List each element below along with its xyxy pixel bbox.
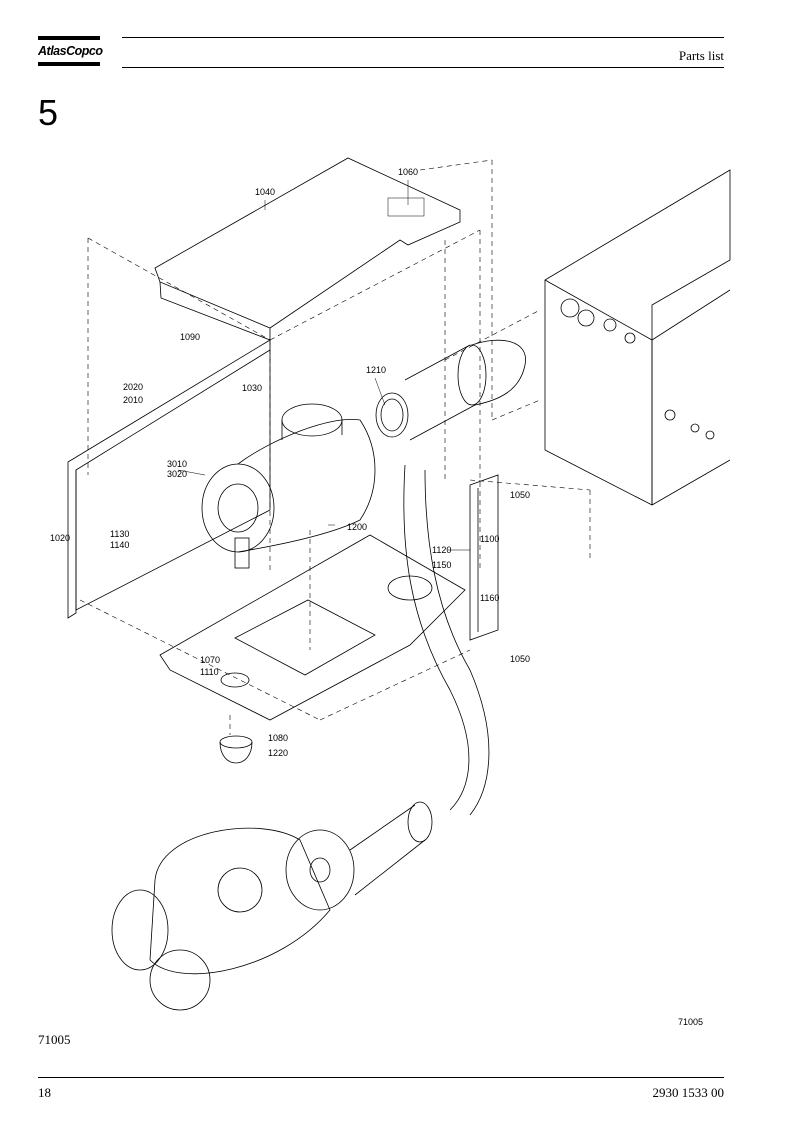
top-cover-panel — [154, 157, 461, 341]
bottom-plate — [159, 534, 466, 721]
logo-text: AtlasCopco — [38, 44, 103, 58]
footer-rule — [38, 1077, 724, 1078]
air-filter — [201, 403, 376, 569]
machine-housing — [544, 169, 731, 506]
part-label: 1050 — [510, 490, 530, 500]
part-label: 1030 — [242, 383, 262, 393]
exploded-parts-drawing: 1040 1060 1090 2020 2010 1030 1210 3010 … — [30, 150, 740, 1035]
part-label: 1120 — [432, 545, 451, 555]
part-label: 1150 — [432, 560, 451, 570]
part-label: 1100 — [480, 534, 499, 544]
dust-cup — [219, 735, 253, 764]
logo-bar-bottom — [38, 62, 100, 66]
left-side-panel — [67, 339, 271, 619]
section-number: 5 — [38, 92, 59, 133]
part-label: 1080 — [268, 733, 288, 743]
part-label: 1200 — [347, 522, 367, 532]
part-label: 1220 — [268, 748, 288, 758]
figure-code: 71005 — [678, 1017, 703, 1027]
header-rule-bottom — [122, 67, 724, 68]
compressor-element — [111, 801, 433, 1011]
assembly-guide-lines — [79, 159, 591, 735]
header-rule-top — [122, 37, 724, 38]
figure-caption: 71005 — [38, 1032, 71, 1047]
part-label: 1210 — [366, 365, 386, 375]
part-label: 1140 — [110, 540, 129, 550]
part-label: 1070 — [200, 655, 220, 665]
page-number: 18 — [38, 1085, 51, 1100]
part-label: 3010 — [167, 459, 187, 469]
part-labels: 1040 1060 1090 2020 2010 1030 1210 3010 … — [50, 167, 703, 1027]
leader-lines — [177, 180, 470, 551]
vertical-bracket — [469, 474, 499, 641]
document-number: 2930 1533 00 — [652, 1085, 725, 1100]
header-title: Parts list — [678, 48, 724, 63]
part-label: 1110 — [200, 667, 219, 677]
part-label: 2010 — [123, 395, 143, 405]
part-label: 1130 — [110, 529, 129, 539]
part-label: 1020 — [50, 533, 70, 543]
part-label: 1090 — [180, 332, 200, 342]
exploded-view-svg: 1040 1060 1090 2020 2010 1030 1210 3010 … — [50, 157, 731, 1027]
part-label: 1160 — [480, 593, 499, 603]
part-label: 3020 — [167, 469, 187, 479]
intake-hose — [375, 339, 526, 816]
part-label: 2020 — [123, 382, 143, 392]
part-label: 1040 — [255, 187, 275, 197]
atlas-copco-logo: AtlasCopco — [38, 36, 103, 66]
logo-bar-top — [38, 36, 100, 40]
part-label: 1050 — [510, 654, 530, 664]
part-label: 1060 — [398, 167, 418, 177]
